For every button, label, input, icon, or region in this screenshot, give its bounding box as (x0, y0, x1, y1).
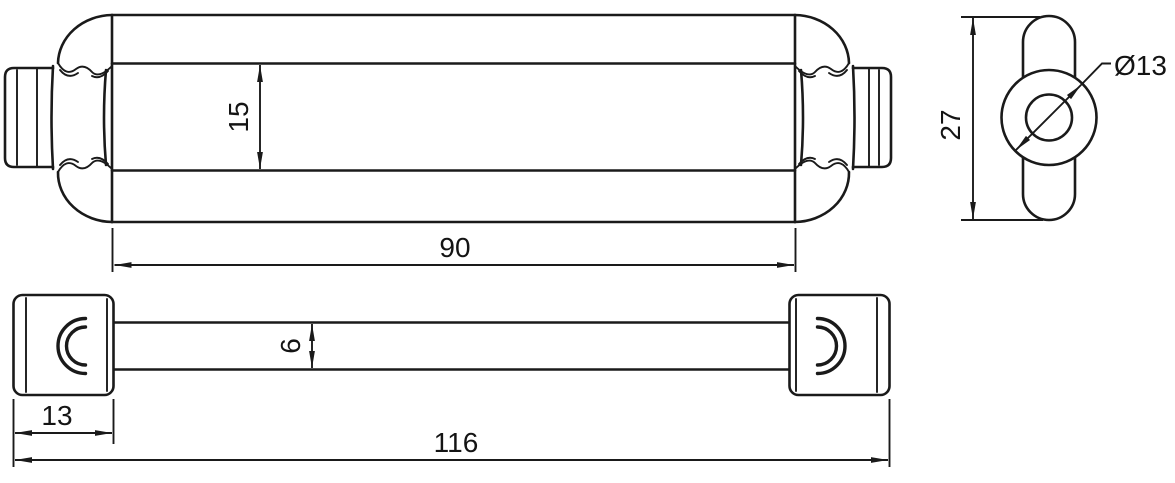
dim-label-inner-height: 15 (223, 101, 254, 132)
shoulder-arc-top-left (56, 13, 114, 65)
neck-ripples-top-left (57, 62, 113, 79)
left-end-block (12, 293, 115, 397)
neck-ripples-bottom-left (57, 156, 113, 173)
right-end-block (788, 293, 891, 397)
dim-leader-dia13 (1080, 62, 1111, 86)
dim-label-frame-length: 90 (439, 232, 470, 263)
dim-label-boss-diameter: Ø13 (1114, 50, 1167, 81)
dim-label-strap-thickness: 6 (275, 338, 306, 354)
dim-label-overall-length: 116 (434, 427, 479, 458)
dim-label-overall-width: 27 (935, 109, 966, 140)
left-strap-wrap-outer-arc (56, 316, 88, 376)
neck-ripples-top-right (794, 62, 850, 79)
right-boss-outline (851, 66, 893, 169)
front-view (3, 13, 893, 224)
right-strap-wrap-outer-arc (815, 316, 847, 376)
dim-line-dia13 (1015, 84, 1082, 151)
right-strap-wrap-inner-arc (815, 325, 839, 367)
neck-ripples-bottom-right (794, 156, 850, 173)
opening-right-wall (799, 68, 805, 167)
shoulder-arc-bottom-left (56, 170, 114, 224)
dimensions: 15 90 27 Ø13 6 13 116 (12, 16, 1167, 467)
left-boss-junction (50, 64, 55, 171)
dim-label-end-block-length: 13 (41, 400, 72, 431)
left-strap-wrap-inner-arc (64, 325, 88, 367)
side-view (12, 293, 891, 397)
shoulder-arc-top-right (793, 13, 851, 65)
opening-left-wall (102, 68, 108, 167)
left-boss-outline (3, 66, 55, 169)
right-boss-junction (851, 64, 856, 171)
shoulder-arc-bottom-right (793, 170, 851, 224)
